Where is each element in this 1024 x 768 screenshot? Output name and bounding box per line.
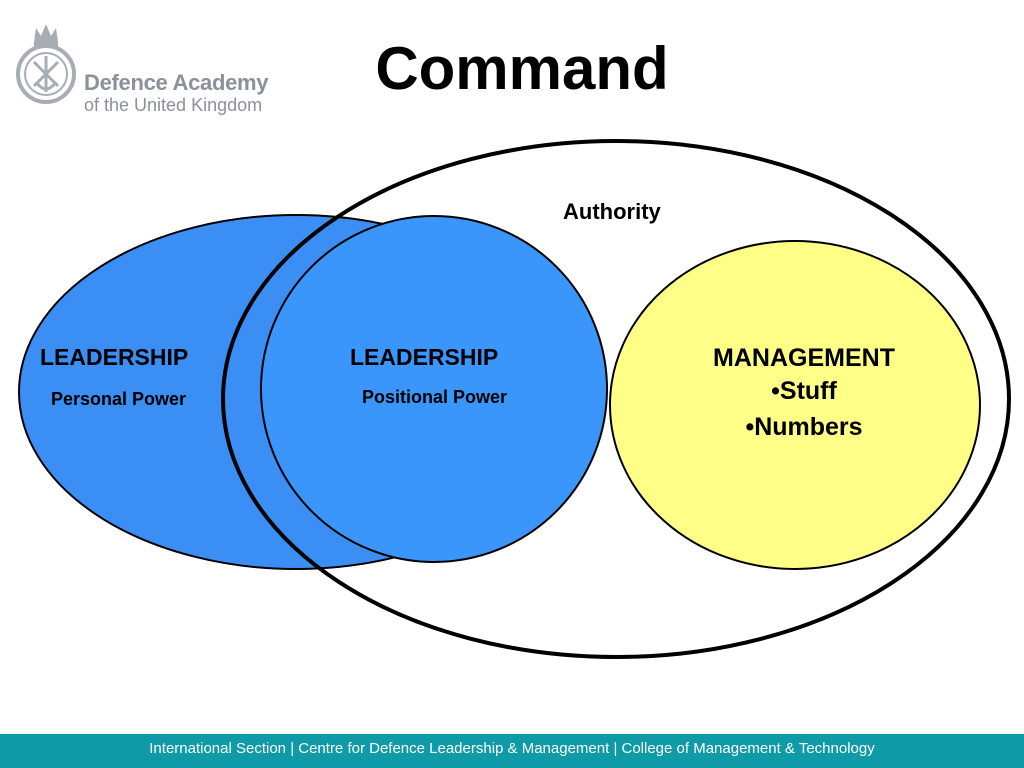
management-block: MANAGEMENT •Stuff •Numbers: [690, 344, 918, 445]
management-label: MANAGEMENT: [713, 344, 895, 372]
positional-power-label: Positional Power: [362, 387, 508, 407]
authority-label: Authority: [563, 199, 661, 224]
authority-ellipse: [221, 139, 1011, 659]
logo-line-2: of the United Kingdom: [84, 95, 263, 115]
personal-power-label: Personal Power: [51, 389, 187, 409]
footer-bar: International Section | Centre for Defen…: [0, 734, 1024, 768]
leadership-positional-ellipse: [260, 215, 608, 563]
management-ellipse: [609, 240, 981, 570]
leadership-positional-label: LEADERSHIP: [350, 344, 499, 370]
management-item-numbers: •Numbers: [745, 413, 863, 441]
leadership-personal-label: LEADERSHIP: [40, 344, 189, 370]
crest-icon: [16, 24, 76, 104]
logo-line-1: Defence Academy: [84, 70, 269, 95]
management-item-stuff: •Stuff: [771, 377, 837, 405]
defence-academy-logo: Defence Academy of the United Kingdom: [14, 12, 284, 115]
page-title: Command: [375, 35, 669, 102]
